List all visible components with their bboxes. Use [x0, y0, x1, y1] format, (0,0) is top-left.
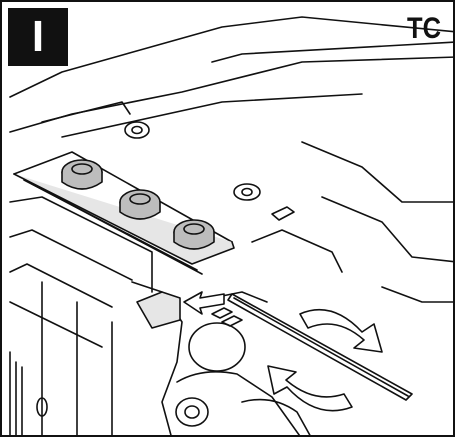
bolt-3 [173, 219, 215, 250]
adjust-knob [188, 322, 246, 372]
corner-label: TC [407, 12, 441, 45]
plate-hole-1 [124, 121, 150, 139]
bolt-2 [119, 189, 161, 220]
bolt-1 [61, 159, 103, 190]
figure-tag: I [8, 8, 68, 66]
housing-top-plate [9, 16, 453, 98]
rotate-arrow-upper [299, 308, 383, 353]
insert-arrow [183, 291, 225, 315]
plate-clip [271, 206, 295, 221]
clamp-piece [136, 291, 181, 329]
plate-hole-2 [233, 183, 261, 201]
rotate-arrow-lower [267, 365, 353, 412]
